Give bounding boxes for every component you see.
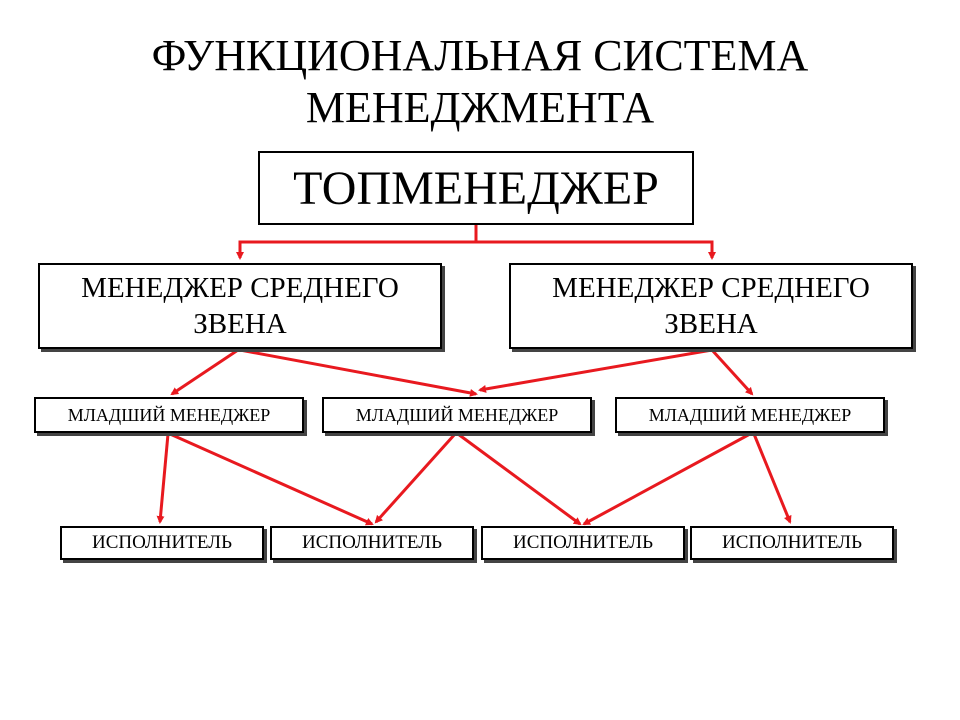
executor-1-label: ИСПОЛНИТЕЛЬ bbox=[92, 532, 232, 553]
junior-manager-2-label: МЛАДШИЙ МЕНЕДЖЕР bbox=[355, 404, 559, 425]
link-middle-1-to-junior-2 bbox=[239, 348, 478, 397]
top-manager-box: ТОПМЕНЕДЖЕР bbox=[258, 151, 694, 225]
junior-manager-1-label: МЛАДШИЙ МЕНЕДЖЕР bbox=[67, 404, 271, 425]
executor-box-3: ИСПОЛНИТЕЛЬ bbox=[481, 526, 685, 560]
middle-manager-box-1: МЕНЕДЖЕР СРЕДНЕГО ЗВЕНА bbox=[38, 263, 442, 349]
link-top-to-middle-2 bbox=[476, 240, 716, 260]
link-junior-2-to-executor-2 bbox=[374, 432, 457, 524]
link-middle-2-to-junior-2 bbox=[478, 348, 713, 393]
title-line-2: МЕНЕДЖМЕНТА bbox=[305, 83, 655, 132]
junior-manager-box-2: МЛАДШИЙ МЕНЕДЖЕР bbox=[322, 397, 592, 433]
middle-manager-2-line-2: ЗВЕНА bbox=[664, 308, 758, 340]
executor-3-label: ИСПОЛНИТЕЛЬ bbox=[513, 532, 653, 553]
junior-manager-3-label: МЛАДШИЙ МЕНЕДЖЕР bbox=[648, 404, 852, 425]
title-line-1: ФУНКЦИОНАЛЬНАЯ СИСТЕМА bbox=[151, 31, 809, 80]
link-junior-1-to-executor-1 bbox=[156, 433, 170, 524]
page-title: ФУНКЦИОНАЛЬНАЯ СИСТЕМА МЕНЕДЖМЕНТА bbox=[0, 30, 960, 134]
link-junior-3-to-executor-3 bbox=[582, 432, 751, 526]
link-junior-3-to-executor-4 bbox=[752, 433, 792, 524]
junior-manager-box-3: МЛАДШИЙ МЕНЕДЖЕР bbox=[615, 397, 885, 433]
link-junior-1-to-executor-2 bbox=[169, 432, 374, 526]
junior-manager-box-1: МЛАДШИЙ МЕНЕДЖЕР bbox=[34, 397, 304, 433]
top-manager-label: ТОПМЕНЕДЖЕР bbox=[293, 161, 659, 215]
middle-manager-box-2: МЕНЕДЖЕР СРЕДНЕГО ЗВЕНА bbox=[509, 263, 913, 349]
link-top-to-middle-1 bbox=[236, 225, 478, 260]
link-middle-2-to-junior-3 bbox=[710, 348, 754, 396]
link-junior-2-to-executor-3 bbox=[457, 432, 582, 526]
executor-box-4: ИСПОЛНИТЕЛЬ bbox=[690, 526, 894, 560]
middle-manager-1-line-1: МЕНЕДЖЕР СРЕДНЕГО bbox=[81, 272, 399, 304]
executor-box-1: ИСПОЛНИТЕЛЬ bbox=[60, 526, 264, 560]
middle-manager-2-line-1: МЕНЕДЖЕР СРЕДНЕГО bbox=[552, 272, 870, 304]
link-middle-1-to-junior-1 bbox=[170, 348, 239, 396]
executor-2-label: ИСПОЛНИТЕЛЬ bbox=[302, 532, 442, 553]
executor-4-label: ИСПОЛНИТЕЛЬ bbox=[722, 532, 862, 553]
executor-box-2: ИСПОЛНИТЕЛЬ bbox=[270, 526, 474, 560]
middle-manager-1-line-2: ЗВЕНА bbox=[193, 308, 287, 340]
